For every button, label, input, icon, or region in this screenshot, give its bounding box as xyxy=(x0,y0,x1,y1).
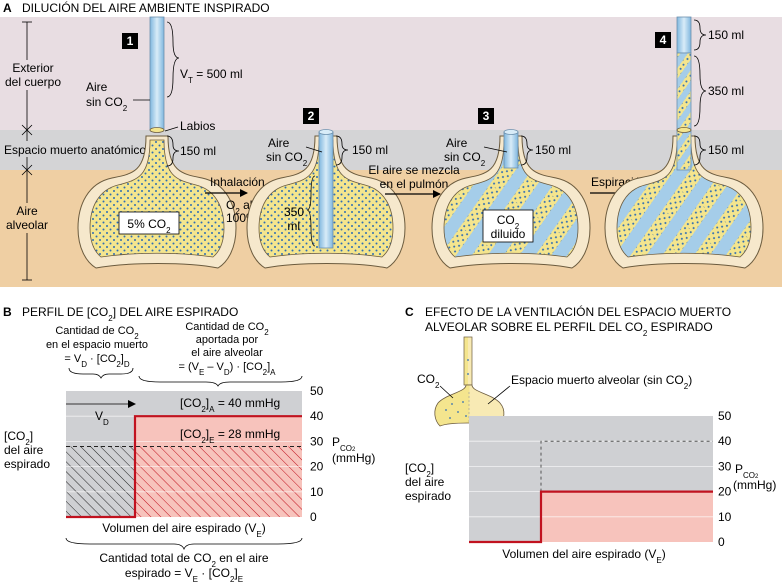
b-tick-label: 40 xyxy=(310,409,324,423)
chart-c: 0 10 20 30 40 50 xyxy=(469,409,732,549)
c-reference-line xyxy=(540,440,713,492)
step-1-box-label: 5% CO2 xyxy=(127,217,171,235)
c-ylabel-2: del aire xyxy=(405,475,445,489)
step-1-air-label: Aire xyxy=(86,80,108,94)
panel-c-title-2: ALVEOLAR SOBRE EL PERFIL DEL CO2 ESPIRAD… xyxy=(425,320,713,338)
step-1-vt-label: VT = 500 ml xyxy=(180,67,243,85)
c-tick-label: 50 xyxy=(718,409,732,423)
b-dead-hatch xyxy=(66,446,135,517)
b-alveolar-co2-value: [CO2]A = 40 mmHg xyxy=(180,396,280,414)
svg-text:1: 1 xyxy=(127,34,134,48)
step-4-150ml-label: 150 ml xyxy=(708,143,744,157)
alveolar-co2-formula: = (VE – VD) · [CO2]A xyxy=(178,361,276,377)
mix-arrow: El aire se mezcla en el pulmón xyxy=(368,163,460,198)
zone-dead-space-label: Espacio muerto anatómico xyxy=(4,143,146,157)
b-profile-line xyxy=(66,415,302,519)
c-tick-label: 0 xyxy=(718,535,725,549)
step-2-ml-label: ml xyxy=(287,219,300,233)
b-ylabel-3: espirado xyxy=(4,457,50,471)
c-tick-label: 40 xyxy=(718,434,732,448)
c-ylabel: [CO2] xyxy=(405,461,434,479)
c-ylabel-3: espirado xyxy=(405,489,451,503)
c-co2-label: CO2 xyxy=(417,372,440,390)
small-lung xyxy=(434,336,505,427)
step-1-150ml-label: 150 ml xyxy=(180,144,216,158)
b-ylabel: [CO2] xyxy=(4,429,33,447)
panel-c-letter: C xyxy=(405,305,414,319)
b-tick-label: 30 xyxy=(310,434,324,448)
mix-label: El aire se mezcla xyxy=(368,163,460,177)
step-1-box xyxy=(118,211,180,235)
svg-text:2: 2 xyxy=(308,109,315,123)
alveolar-co2-label: Cantidad de CO2 xyxy=(185,321,269,337)
panel-b-letter: B xyxy=(3,305,12,319)
step-3-air-label-2: sin CO2 xyxy=(444,150,486,168)
b-vd-label: VD xyxy=(95,409,109,427)
step-3-air-label: Aire xyxy=(446,136,468,150)
svg-text:4: 4 xyxy=(660,33,667,47)
b-total-formula: espirado = VE · [CO2]E xyxy=(125,566,243,582)
step-3-150ml-label: 150 ml xyxy=(535,143,571,157)
zone-exterior-label: Exterior xyxy=(12,61,53,75)
zone-alveolar-label-2: alveolar xyxy=(6,218,48,232)
lung-4: 4 150 ml 350 ml 150 ml xyxy=(604,16,764,269)
b-alveolar-hatch xyxy=(135,446,302,517)
c-xlabel: Volumen del aire espirado (VE) xyxy=(502,547,665,565)
zone-alveolar-label: Aire xyxy=(16,204,38,218)
dead-co2-label: Cantidad de CO2 xyxy=(55,325,139,341)
lung-2: 2 Aire sin CO2 150 ml 350 ml xyxy=(246,108,406,269)
b-xlabel: Volumen del aire espirado (VE) xyxy=(102,521,265,539)
lung-3: 3 Aire sin CO2 150 ml CO2 diluido xyxy=(431,108,591,269)
step-3-box-label-2: diluido xyxy=(491,227,526,241)
mix-label-2: en el pulmón xyxy=(380,177,449,191)
b-ylabel-2: del aire xyxy=(4,443,44,457)
step-2-air-label: Aire xyxy=(268,136,290,150)
panel-c-title: EFECTO DE LA VENTILACIÓN DEL ESPACIO MUE… xyxy=(425,304,731,319)
inhalation-label: Inhalación xyxy=(210,175,265,189)
step-4-150ml-top-label: 150 ml xyxy=(708,28,744,42)
lung-1: 1 Aire sin CO2 VT = 500 ml Labios 150 ml… xyxy=(77,16,243,269)
dead-co2-formula: = VD · [CO2]D xyxy=(64,353,129,369)
alveolar-co2-label-3: el aire alveolar xyxy=(191,347,263,359)
c-tick-label: 30 xyxy=(718,459,732,473)
b-pco2-unit: (mmHg) xyxy=(332,451,375,465)
b-tick-label: 20 xyxy=(310,460,324,474)
panel-b: B PERFIL DE [CO2] DEL AIRE ESPIRADO Cant… xyxy=(3,305,375,582)
b-tick-label: 0 xyxy=(310,510,317,524)
b-tick-label: 50 xyxy=(310,384,324,398)
c-pco2-unit: (mmHg) xyxy=(733,478,776,492)
b-total-label: Cantidad total de CO2 en el aire xyxy=(99,551,269,569)
dead-co2-label-2: en el espacio muerto xyxy=(46,339,148,351)
step-1-lips-label: Labios xyxy=(180,119,215,133)
step-3-box-label: CO2 xyxy=(497,213,520,231)
step-2-150ml-label: 150 ml xyxy=(352,143,388,157)
c-tick-label: 10 xyxy=(718,510,732,524)
step-3-number: 3 xyxy=(478,108,494,124)
step-3-box xyxy=(482,209,534,243)
b-expired-co2-value: [CO2]E = 28 mmHg xyxy=(180,427,280,445)
c-tick-label: 20 xyxy=(718,485,732,499)
panel-a: A DILUCIÓN DEL AIRE AMBIENTE INSPIRADO E… xyxy=(0,0,782,287)
step-4-number: 4 xyxy=(655,32,671,48)
c-pco2-label: PCO2 xyxy=(735,462,759,480)
step-2-number: 2 xyxy=(303,108,319,124)
panel-a-letter: A xyxy=(3,1,12,15)
panel-b-title: PERFIL DE [CO2] DEL AIRE ESPIRADO xyxy=(22,305,238,323)
b-pco2-label: PCO2 xyxy=(332,435,356,453)
b-tick-label: 10 xyxy=(310,485,324,499)
c-deadspace-label: Espacio muerto alveolar (sin CO2) xyxy=(511,373,692,391)
svg-text:3: 3 xyxy=(483,109,490,123)
step-1-number: 1 xyxy=(122,33,138,49)
zone-exterior-label-2: del cuerpo xyxy=(5,75,61,89)
panel-c: C EFECTO DE LA VENTILACIÓN DEL ESPACIO M… xyxy=(405,304,776,565)
step-1-air-label-2: sin CO2 xyxy=(86,95,128,113)
panel-a-title: DILUCIÓN DEL AIRE AMBIENTE INSPIRADO xyxy=(22,0,270,15)
step-4-350ml-label: 350 ml xyxy=(708,84,744,98)
alveolar-co2-label-2: aportada por xyxy=(196,334,259,346)
step-2-air-label-2: sin CO2 xyxy=(266,150,308,168)
step-2-350-label: 350 xyxy=(284,205,304,219)
c-profile-line xyxy=(469,490,713,544)
